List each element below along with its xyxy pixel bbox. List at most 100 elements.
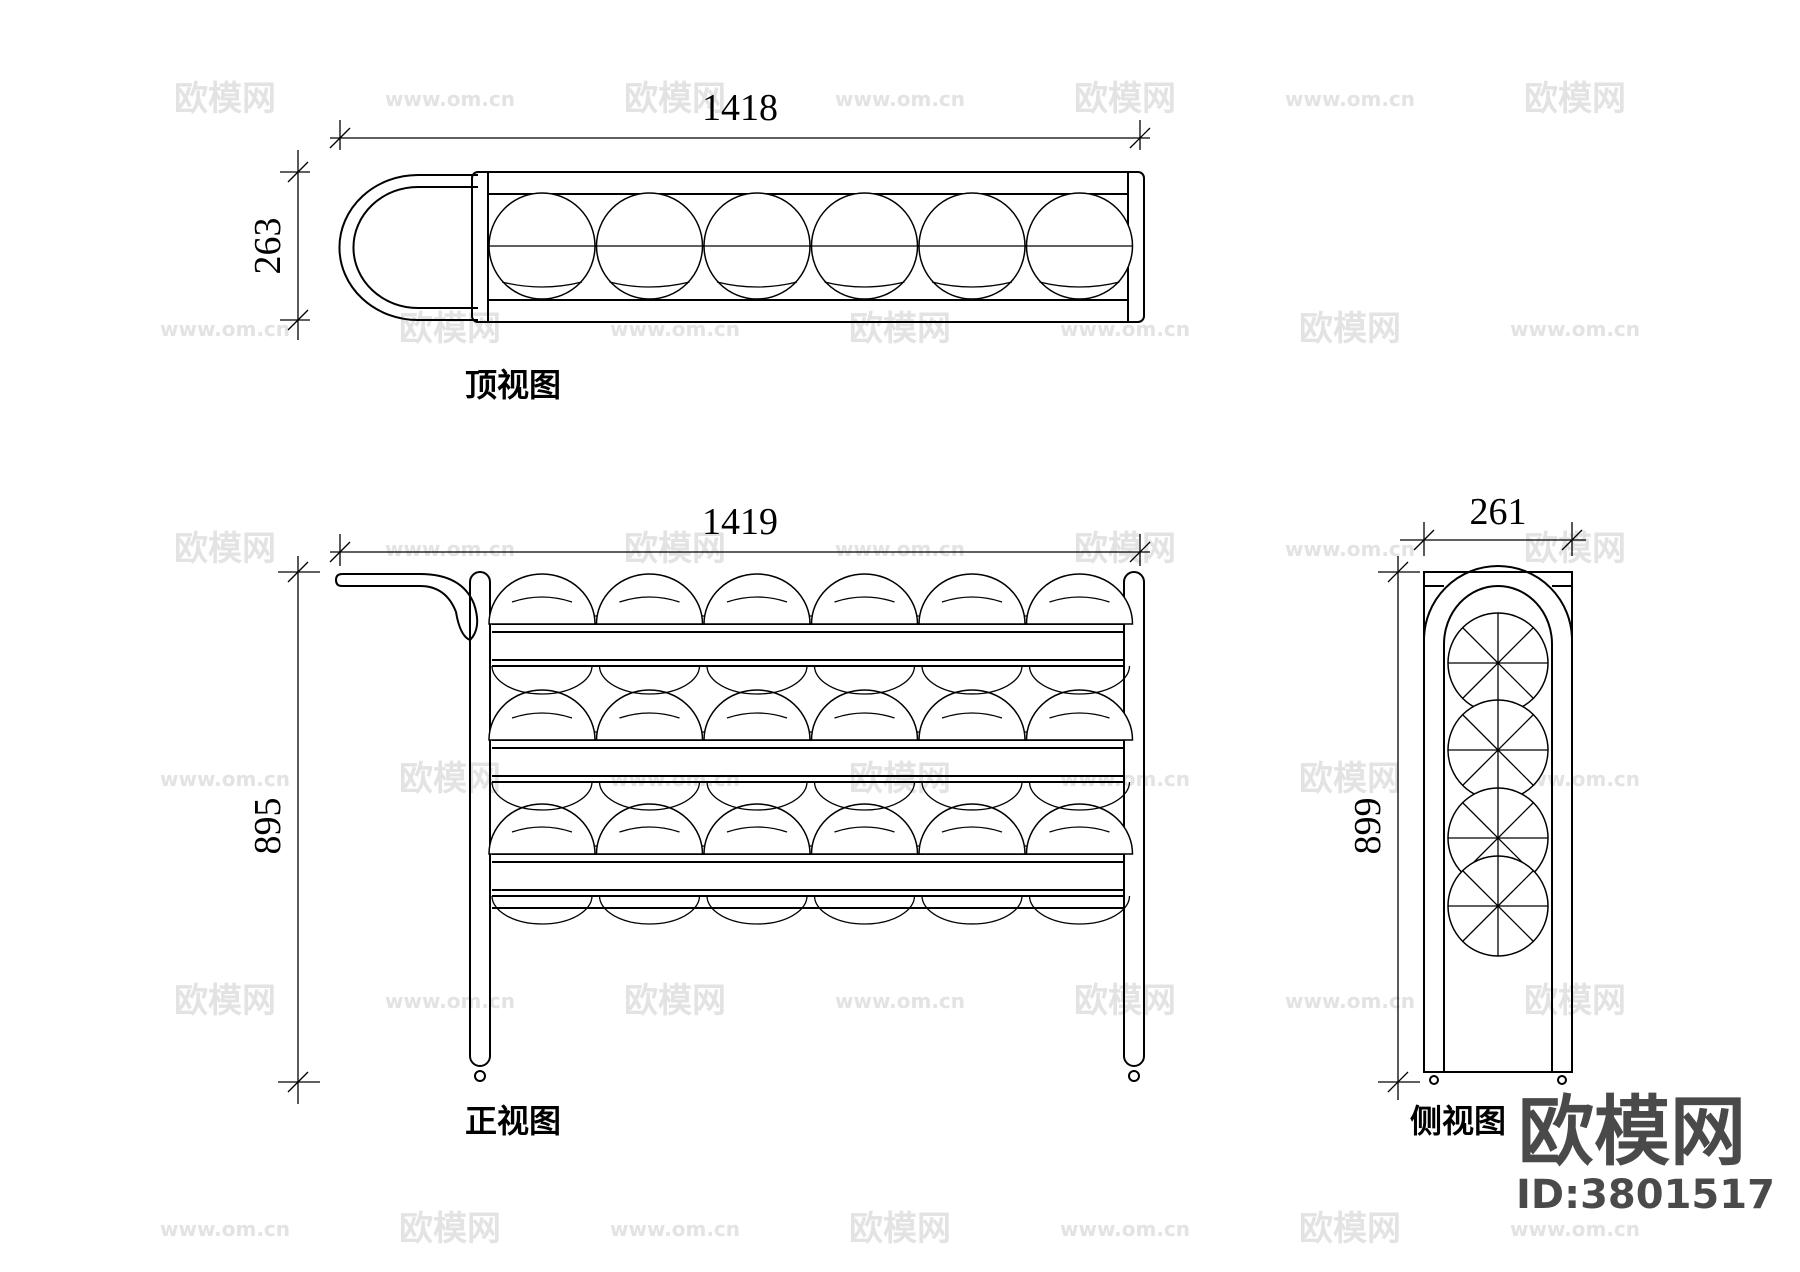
brand-watermark: 欧模网 ID:3801517 [1516,1087,1775,1218]
front-ball-under [706,665,808,695]
front-right-post [1123,571,1145,1067]
front-ball [703,689,811,741]
top-ball [703,192,811,300]
side-width-label: 261 [1470,491,1527,533]
front-ball [918,689,1026,741]
watermark-logo: 欧模网 [624,529,726,569]
watermark-logo: 欧模网 [1524,981,1626,1021]
top-height-label: 263 [247,218,289,275]
watermark-url: www.om.cn [385,537,515,561]
watermark-layer: 欧模网 www.om.cn 欧模网 www.om.cn 欧模网 www.om.cn 欧模网 w… [160,79,1640,1249]
side-height-dimension: 899 [1347,556,1420,1100]
watermark-url: www.om.cn [835,537,965,561]
watermark-url: www.om.cn [610,1217,740,1241]
brand-logo-text: 欧模网 [1518,1087,1746,1176]
front-ball-under [598,665,701,695]
top-view-caption: 顶视图 [465,366,561,404]
top-view: 1418 263 顶视图 [247,87,1151,404]
front-view: 1419 895 正视图 [247,501,1151,1140]
watermark-logo: 欧模网 [174,981,276,1021]
front-ball-under [813,895,916,925]
front-ball [810,573,919,625]
front-ball-under [491,665,593,695]
front-ball [1025,803,1134,855]
front-ball-under [921,895,1023,925]
front-ball [918,803,1026,855]
side-view-caption: 侧视图 [1410,1102,1506,1140]
side-width-dimension: 261 [1400,491,1586,556]
front-ball-under [706,895,808,925]
front-ball [595,689,704,741]
front-ball-under [491,895,593,925]
watermark-url: www.om.cn [1060,1217,1190,1241]
watermark-url: www.om.cn [610,317,740,341]
watermark-logo: 欧模网 [849,1209,951,1249]
front-shelf [488,659,1134,749]
front-ball [703,573,811,625]
side-balls [1447,612,1549,957]
watermark-logo: 欧模网 [1524,79,1626,119]
front-ball [810,689,919,741]
front-ball [810,803,919,855]
watermark-url: www.om.cn [160,1217,290,1241]
front-ball [595,803,704,855]
side-ball [1447,612,1549,714]
top-ball [1025,192,1134,300]
front-ball [488,803,596,855]
side-view: 261 899 侧视图 [1347,491,1586,1140]
front-ball-under [921,781,1023,811]
front-shelf [491,889,1131,925]
watermark-logo: 欧模网 [1299,759,1401,799]
front-ball-under [598,781,701,811]
front-shelves [488,573,1134,925]
watermark-url: www.om.cn [385,989,515,1013]
front-ball-under [598,895,701,925]
watermark-url: www.om.cn [1285,537,1415,561]
front-ball-under [1028,895,1131,925]
front-height-label: 895 [247,798,289,855]
top-balls [488,192,1134,300]
watermark-url: www.om.cn [1510,317,1640,341]
watermark-logo: 欧模网 [624,981,726,1021]
top-ball [488,192,596,300]
front-ball-under [491,781,593,811]
watermark-logo: 欧模网 [624,79,726,119]
front-shelf [488,573,1134,633]
watermark-logo: 欧模网 [849,759,951,799]
watermark-url: www.om.cn [835,989,965,1013]
top-height-dimension: 263 [247,150,310,340]
front-ball [703,803,811,855]
top-ball [595,192,704,300]
front-ball-under [1028,665,1131,695]
front-ball [1025,689,1134,741]
front-shelf [488,775,1134,863]
front-width-dimension: 1419 [329,501,1151,566]
watermark-logo: 欧模网 [1074,79,1176,119]
top-ball [918,192,1026,300]
side-height-label: 899 [1347,798,1389,855]
watermark-logo: 欧模网 [399,1209,501,1249]
side-ball [1447,699,1549,801]
front-ball-under [921,665,1023,695]
watermark-logo: 欧模网 [1299,309,1401,349]
watermark-url: www.om.cn [385,87,515,111]
front-width-label: 1419 [702,501,778,543]
front-ball [595,573,704,625]
front-ball [1025,573,1134,625]
side-ball [1447,855,1549,957]
front-left-post [469,571,491,1067]
watermark-url: www.om.cn [1060,317,1190,341]
watermark-url: www.om.cn [160,767,290,791]
top-ball [810,192,919,300]
brand-id-label: ID:3801517 [1516,1172,1775,1218]
watermark-url: www.om.cn [1285,87,1415,111]
watermark-logo: 欧模网 [1524,529,1626,569]
front-ball-under [706,781,808,811]
front-view-caption: 正视图 [465,1102,561,1140]
front-ball [918,573,1026,625]
watermark-url: www.om.cn [1510,1217,1640,1241]
watermark-logo: 欧模网 [399,309,501,349]
front-height-dimension: 895 [247,556,320,1104]
watermark-url: www.om.cn [610,767,740,791]
